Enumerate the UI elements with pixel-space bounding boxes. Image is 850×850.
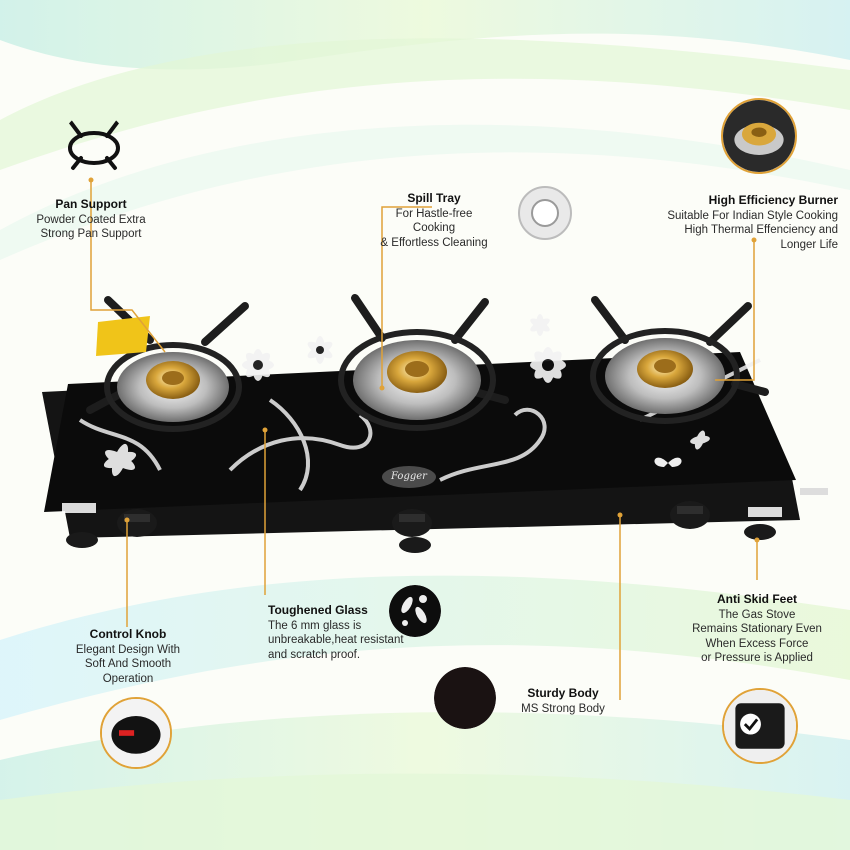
feature-title: Spill Tray bbox=[407, 191, 461, 205]
feature-pan-support: Pan Support Powder Coated Extra Strong P… bbox=[20, 197, 162, 242]
feature-anti-skid: Anti Skid Feet The Gas Stove Remains Sta… bbox=[684, 592, 830, 666]
feature-line: Suitable For Indian Style Cooking bbox=[667, 209, 838, 222]
feature-burner: High Efficiency Burner Suitable For Indi… bbox=[650, 193, 838, 252]
brand-badge: Fogger bbox=[382, 466, 436, 488]
feature-title: Toughened Glass bbox=[268, 603, 368, 617]
feature-line: High Thermal Effenciency and bbox=[684, 224, 838, 237]
floral-glass-icon bbox=[389, 585, 441, 637]
feature-line: Soft And Smooth bbox=[84, 658, 172, 671]
body-sample-icon bbox=[434, 667, 496, 729]
feature-line: or Pressure is Applied bbox=[701, 652, 813, 665]
feature-line: Strong Pan Support bbox=[40, 228, 142, 241]
feature-line: MS Strong Body bbox=[521, 702, 605, 715]
feature-line: Operation bbox=[102, 672, 154, 685]
feature-toughened-glass: Toughened Glass The 6 mm glass is unbrea… bbox=[268, 603, 408, 662]
feature-control-knob: Control Knob Elegant Design With Soft An… bbox=[62, 627, 194, 686]
anti-skid-foot-icon bbox=[722, 688, 798, 764]
feature-line: The Gas Stove bbox=[718, 608, 796, 621]
pan-support-icon bbox=[61, 112, 127, 178]
feature-title: Control Knob bbox=[89, 627, 167, 641]
control-knob-icon bbox=[100, 697, 172, 769]
brass-burner-icon bbox=[721, 98, 797, 174]
feature-spill-tray: Spill Tray For Hastle-free Cooking & Eff… bbox=[373, 191, 495, 250]
feature-line: Remains Stationary Even bbox=[692, 623, 822, 636]
spill-tray-icon bbox=[515, 183, 575, 243]
feature-title: High Efficiency Burner bbox=[708, 193, 838, 207]
feature-line: For Hastle-free Cooking bbox=[395, 207, 473, 235]
feature-line: unbreakable,heat resistant bbox=[268, 634, 404, 647]
feature-line: & Effortless Cleaning bbox=[380, 236, 488, 249]
feature-line: Powder Coated Extra bbox=[36, 213, 146, 226]
feature-title: Sturdy Body bbox=[527, 686, 599, 700]
feature-line: Elegant Design With bbox=[75, 643, 181, 656]
feature-title: Pan Support bbox=[55, 197, 127, 211]
feature-line: When Excess Force bbox=[705, 637, 809, 650]
feature-sturdy-body: Sturdy Body MS Strong Body bbox=[508, 686, 618, 716]
feature-title: Anti Skid Feet bbox=[716, 592, 797, 606]
feature-line: The 6 mm glass is bbox=[268, 619, 362, 632]
feature-line: Longer Life bbox=[780, 238, 838, 251]
feature-line: and scratch proof. bbox=[268, 648, 361, 661]
